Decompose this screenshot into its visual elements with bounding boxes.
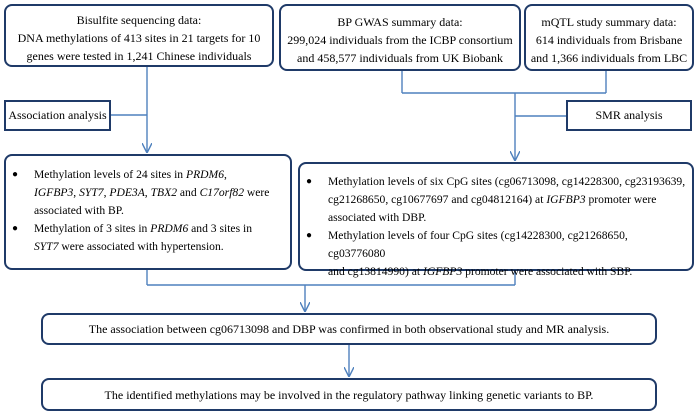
gwas-title: BP GWAS summary data: bbox=[337, 15, 463, 29]
smr-result-dbp: ● Methylation levels of six CpG sites (c… bbox=[306, 175, 686, 224]
conclusion-box: The identified methylations may be invol… bbox=[41, 378, 657, 411]
bullet-icon: ● bbox=[12, 169, 19, 180]
bisulfite-title: Bisulfite sequencing data: bbox=[76, 13, 202, 27]
bisulfite-data-box: Bisulfite sequencing data: DNA methylati… bbox=[4, 4, 274, 67]
confirmation-text: The association between cg06713098 and D… bbox=[88, 322, 610, 336]
bullet-icon: ● bbox=[306, 230, 313, 241]
bullet-icon: ● bbox=[12, 223, 19, 234]
association-result-hypertension: ● Methylation of 3 sites in PRDM6 and 3 … bbox=[12, 222, 253, 253]
mqtl-box: mQTL study summary data: 614 individuals… bbox=[524, 4, 694, 71]
smr-analysis-label: SMR analysis bbox=[566, 100, 692, 131]
smr-results-box: ● Methylation levels of six CpG sites (c… bbox=[298, 162, 694, 278]
confirmation-box: The association between cg06713098 and D… bbox=[41, 313, 657, 345]
bisulfite-line3: genes were tested in 1,241 Chinese indiv… bbox=[26, 49, 252, 63]
bp-gwas-box: BP GWAS summary data: 299,024 individual… bbox=[279, 4, 521, 71]
gwas-line3: and 458,577 individuals from UK Biobank bbox=[297, 51, 503, 65]
smr-result-sbp: ● Methylation levels of four CpG sites (… bbox=[306, 229, 633, 278]
association-analysis-text: Association analysis bbox=[8, 108, 107, 122]
gwas-line2: 299,024 individuals from the ICBP consor… bbox=[287, 33, 513, 47]
bisulfite-line2: DNA methylations of 413 sites in 21 targ… bbox=[17, 31, 261, 45]
smr-analysis-text: SMR analysis bbox=[595, 108, 663, 122]
association-result-bp: ● Methylation levels of 24 sites in PRDM… bbox=[12, 168, 270, 217]
mqtl-title: mQTL study summary data: bbox=[541, 15, 677, 29]
conclusion-text: The identified methylations may be invol… bbox=[104, 387, 594, 402]
association-analysis-label: Association analysis bbox=[4, 100, 111, 131]
bullet-icon: ● bbox=[306, 176, 313, 187]
mqtl-line3: and 1,366 individuals from LBC bbox=[530, 51, 688, 65]
mqtl-line2: 614 individuals from Brisbane bbox=[535, 33, 683, 47]
association-results-box: ● Methylation levels of 24 sites in PRDM… bbox=[4, 154, 292, 270]
